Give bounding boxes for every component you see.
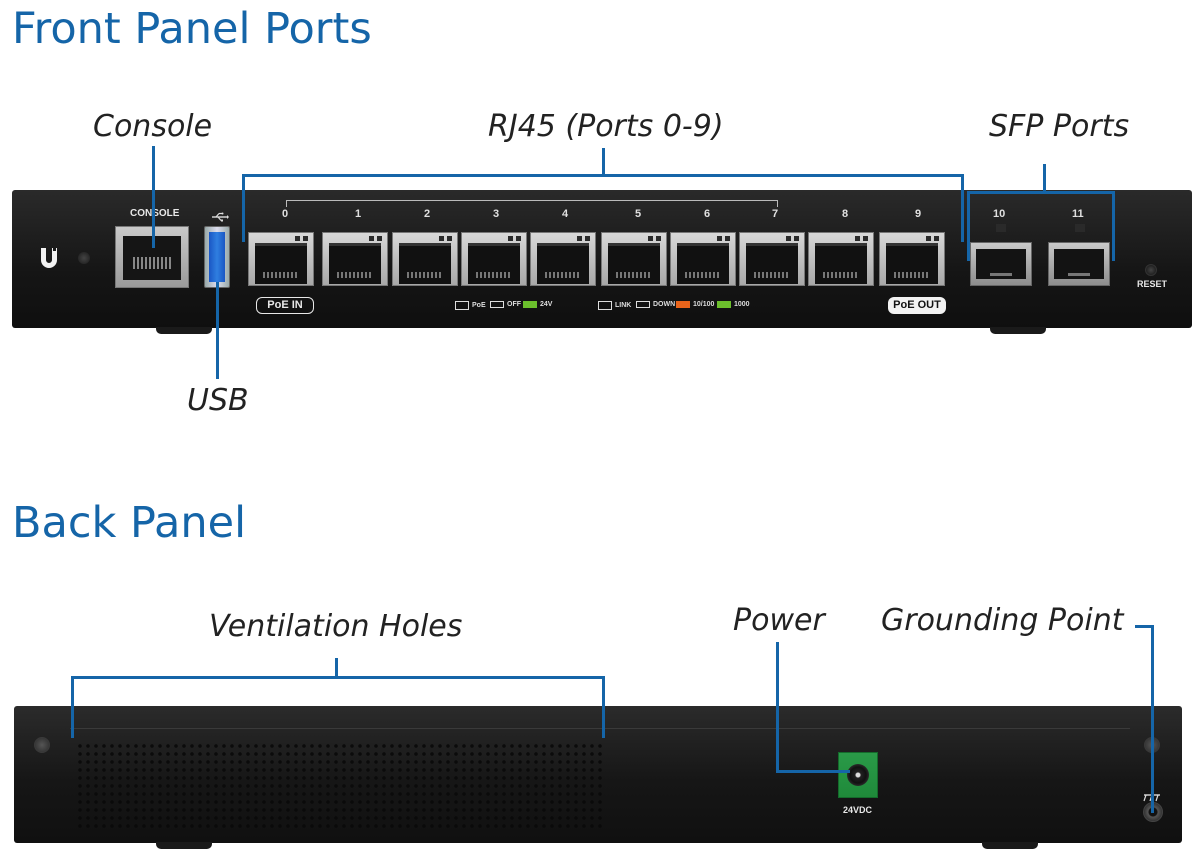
legend-link: LINK <box>598 301 631 310</box>
legend-down: DOWN <box>636 301 675 308</box>
rj45-port-2[interactable] <box>392 232 458 286</box>
ventilation-callout: Ventilation Holes <box>209 609 463 644</box>
sfp-pointer-line <box>1043 164 1046 193</box>
ubiquiti-logo-icon <box>38 246 60 270</box>
rj45-port-4[interactable] <box>530 232 596 286</box>
screw-icon <box>34 737 50 753</box>
port-number: 6 <box>704 208 711 220</box>
poe-in-badge: PoE IN <box>256 297 314 314</box>
sfp-led <box>1075 224 1085 232</box>
sfp-port-11[interactable] <box>1048 242 1110 286</box>
rj45-bracket-line <box>242 174 245 242</box>
rj45-port-6[interactable] <box>670 232 736 286</box>
rj45-port-7[interactable] <box>739 232 805 286</box>
rj45-callout: RJ45 (Ports 0-9) <box>488 109 724 144</box>
rj45-pointer-line <box>602 148 605 176</box>
port-number: 9 <box>915 208 922 220</box>
usb-icon <box>211 209 229 222</box>
sfp-port-10[interactable] <box>970 242 1032 286</box>
sfp-led <box>996 224 1006 232</box>
green-swatch-icon <box>523 301 537 308</box>
reset-button[interactable] <box>1145 264 1157 276</box>
poe-out-badge: PoE OUT <box>888 297 946 314</box>
rj45-port-1[interactable] <box>322 232 388 286</box>
legend-24v: 24V <box>523 301 552 308</box>
legend-1000: 1000 <box>717 301 750 308</box>
rj45-port-0[interactable] <box>248 232 314 286</box>
vent-pointer-line <box>335 658 338 678</box>
rj45-bracket-line <box>961 174 964 242</box>
sfp-port-number: 10 <box>993 208 1006 220</box>
off-swatch-icon <box>490 301 504 308</box>
port-number: 7 <box>772 208 779 220</box>
ground-pointer-line <box>1135 625 1154 628</box>
port-number: 0 <box>282 208 289 220</box>
grounding-callout: Grounding Point <box>881 603 1124 638</box>
poe-group-bracket <box>286 200 778 207</box>
legend-off: OFF <box>490 301 521 308</box>
sfp-callout: SFP Ports <box>989 109 1130 144</box>
port-number: 1 <box>355 208 362 220</box>
console-pointer-line <box>152 146 155 248</box>
legend-10-100: 10/100 <box>676 301 714 308</box>
port-number: 2 <box>424 208 431 220</box>
device-foot <box>982 842 1038 849</box>
legend-poe: PoE <box>455 301 486 310</box>
ventilation-holes <box>76 742 603 832</box>
vent-bracket-line <box>602 676 605 738</box>
green-swatch-icon <box>717 301 731 308</box>
console-callout: Console <box>93 109 213 144</box>
rj45-port-3[interactable] <box>461 232 527 286</box>
rj45-port-9[interactable] <box>879 232 945 286</box>
reset-label: RESET <box>1137 279 1168 289</box>
down-swatch-icon <box>636 301 650 308</box>
usb-port[interactable] <box>204 226 230 288</box>
ground-pointer-line <box>1151 625 1154 813</box>
usb-callout: USB <box>187 383 249 418</box>
power-jack[interactable] <box>838 752 878 798</box>
port-number: 4 <box>562 208 569 220</box>
device-foot <box>156 842 212 849</box>
rj45-port-8[interactable] <box>808 232 874 286</box>
power-pointer-line <box>776 642 779 772</box>
rj45-port-5[interactable] <box>601 232 667 286</box>
port-number: 8 <box>842 208 849 220</box>
vent-bracket-line <box>71 676 74 738</box>
usb-pointer-line <box>216 282 219 379</box>
back-panel-title: Back Panel <box>12 498 247 548</box>
port-number: 5 <box>635 208 642 220</box>
device-foot <box>156 327 212 334</box>
indicator-led <box>78 252 90 264</box>
power-callout: Power <box>733 603 825 638</box>
vent-bracket-line <box>71 676 605 679</box>
edge-line <box>70 728 1130 729</box>
device-foot <box>990 327 1046 334</box>
sfp-bracket-line <box>967 191 1115 194</box>
front-panel-title: Front Panel Ports <box>12 4 372 54</box>
port-number: 3 <box>493 208 500 220</box>
sfp-bracket-line <box>967 191 970 261</box>
sfp-bracket-line <box>1112 191 1115 261</box>
power-pointer-line <box>776 770 850 773</box>
link-swatch-icon <box>598 301 612 310</box>
sfp-port-number: 11 <box>1072 208 1084 220</box>
orange-swatch-icon <box>676 301 690 308</box>
power-jack-label: 24VDC <box>843 805 873 815</box>
poe-swatch-icon <box>455 301 469 310</box>
